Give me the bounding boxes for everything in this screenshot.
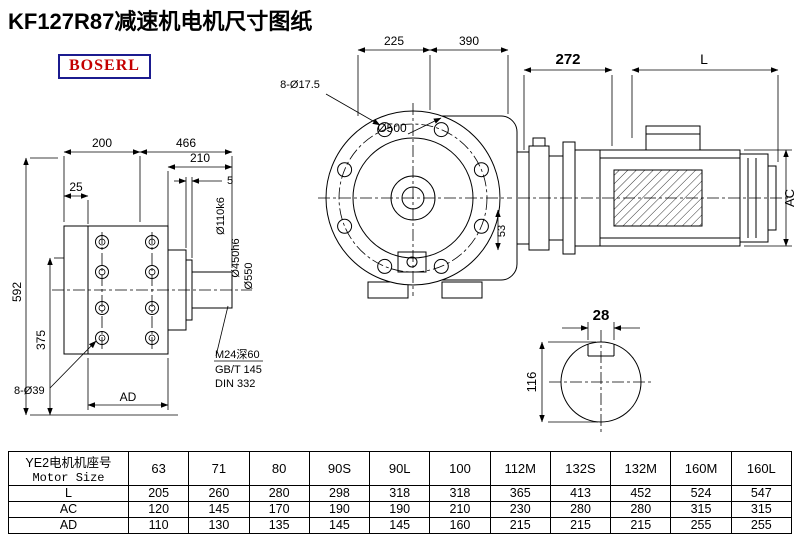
cell: 215 <box>489 517 551 534</box>
cell: 110 <box>127 517 190 534</box>
cell: 255 <box>730 517 793 534</box>
motor-size-table: YE2电机机座号 Motor Size 63 71 80 90S 90L 100… <box>8 451 793 534</box>
row-label: AD <box>8 517 129 534</box>
front-view: 200 466 210 5 25 592 375 8-Ø39 AD <box>10 136 263 416</box>
size-column-header: 160L <box>730 451 793 486</box>
bolt-holes-side <box>337 122 489 274</box>
cell: 318 <box>369 485 431 502</box>
cell: 280 <box>610 501 672 518</box>
header-cn: YE2电机机座号 <box>25 456 112 470</box>
thread-note-m24: M24深60 <box>215 348 260 361</box>
table-row-AD: AD 110 130 135 145 145 160 215 215 215 2… <box>8 517 793 534</box>
cell: 160 <box>429 517 491 534</box>
size-column-header: 132M <box>610 451 672 486</box>
standard-note-din332: DIN 332 <box>215 378 255 390</box>
motor-view: 272 L AC <box>516 51 797 255</box>
header-en: Motor Size <box>32 471 105 485</box>
table-header-row: YE2电机机座号 Motor Size 63 71 80 90S 90L 100… <box>8 451 793 486</box>
row-label: AC <box>8 501 129 518</box>
dia-110-label: Ø110k6 <box>215 197 227 235</box>
technical-drawing: 200 466 210 5 25 592 375 8-Ø39 AD <box>10 34 797 434</box>
holes-8xd17-label: 8-Ø17.5 <box>280 79 320 91</box>
cell: 452 <box>610 485 672 502</box>
size-column-header: 160M <box>670 451 732 486</box>
dim-466-label: 466 <box>176 136 196 150</box>
dim-200-label: 200 <box>92 136 112 150</box>
size-column-header: 71 <box>188 451 250 486</box>
dim-272-label: 272 <box>555 51 580 68</box>
dim-5-label: 5 <box>227 175 233 187</box>
cell: 413 <box>549 485 612 502</box>
cell: 280 <box>248 485 310 502</box>
cell: 298 <box>308 485 371 502</box>
dia-500-label: Ø500 <box>377 121 407 135</box>
cell: 145 <box>188 501 250 518</box>
cell: 260 <box>188 485 250 502</box>
dia-450-label: Ø450h6 <box>230 238 242 277</box>
cell: 170 <box>248 501 310 518</box>
cell: 280 <box>549 501 612 518</box>
size-column-header: 112M <box>489 451 551 486</box>
dim-l-label: L <box>700 51 708 67</box>
cell: 130 <box>188 517 250 534</box>
output-shaft <box>191 271 233 309</box>
page-title: KF127R87减速机电机尺寸图纸 <box>8 9 313 34</box>
brand-logo: BOSERL <box>58 54 151 79</box>
dim-592-label: 592 <box>10 282 24 302</box>
dim-375-label: 375 <box>34 330 48 350</box>
cell: 365 <box>489 485 551 502</box>
holes-8xd39-label: 8-Ø39 <box>14 385 45 397</box>
shaft-section-view: 28 116 <box>524 307 653 434</box>
dim-225-label: 225 <box>384 34 404 48</box>
dia-550-label: Ø550 <box>243 263 255 290</box>
cell: 215 <box>549 517 612 534</box>
size-column-header: 63 <box>127 451 190 486</box>
cell: 255 <box>670 517 732 534</box>
size-column-header: 80 <box>248 451 310 486</box>
cell: 145 <box>369 517 431 534</box>
dim-25-label: 25 <box>69 180 83 194</box>
cell: 205 <box>127 485 190 502</box>
cell: 145 <box>308 517 371 534</box>
size-column-header: 90S <box>308 451 371 486</box>
table-header-motor-size: YE2电机机座号 Motor Size <box>8 451 129 486</box>
size-column-header: 100 <box>429 451 491 486</box>
cell: 230 <box>489 501 551 518</box>
dim-ac-label: AC <box>782 189 797 207</box>
cell: 215 <box>610 517 672 534</box>
dim-28-label: 28 <box>593 307 610 324</box>
dim-ad-label: AD <box>120 390 137 404</box>
cell: 210 <box>429 501 491 518</box>
dim-53-label: 53 <box>496 225 508 237</box>
size-column-header: 90L <box>369 451 431 486</box>
table-row-AC: AC 120 145 170 190 190 210 230 280 280 3… <box>8 501 793 518</box>
row-label: L <box>8 485 129 502</box>
cell: 315 <box>670 501 732 518</box>
standard-note-gbt145: GB/T 145 <box>215 364 262 376</box>
cell: 135 <box>248 517 310 534</box>
cell: 120 <box>127 501 190 518</box>
dim-390-label: 390 <box>459 34 479 48</box>
dim-210-label: 210 <box>190 151 210 165</box>
dim-116-label: 116 <box>524 372 539 393</box>
cell: 190 <box>369 501 431 518</box>
cell: 190 <box>308 501 371 518</box>
size-column-header: 132S <box>549 451 612 486</box>
cell: 547 <box>730 485 793 502</box>
cell: 524 <box>670 485 732 502</box>
terminal-box <box>645 125 701 151</box>
side-view: Ø500 8-Ø17.5 225 390 53 <box>280 34 518 299</box>
cell: 318 <box>429 485 491 502</box>
cell: 315 <box>730 501 793 518</box>
table-row-L: L 205 260 280 298 318 318 365 413 452 52… <box>8 485 793 502</box>
